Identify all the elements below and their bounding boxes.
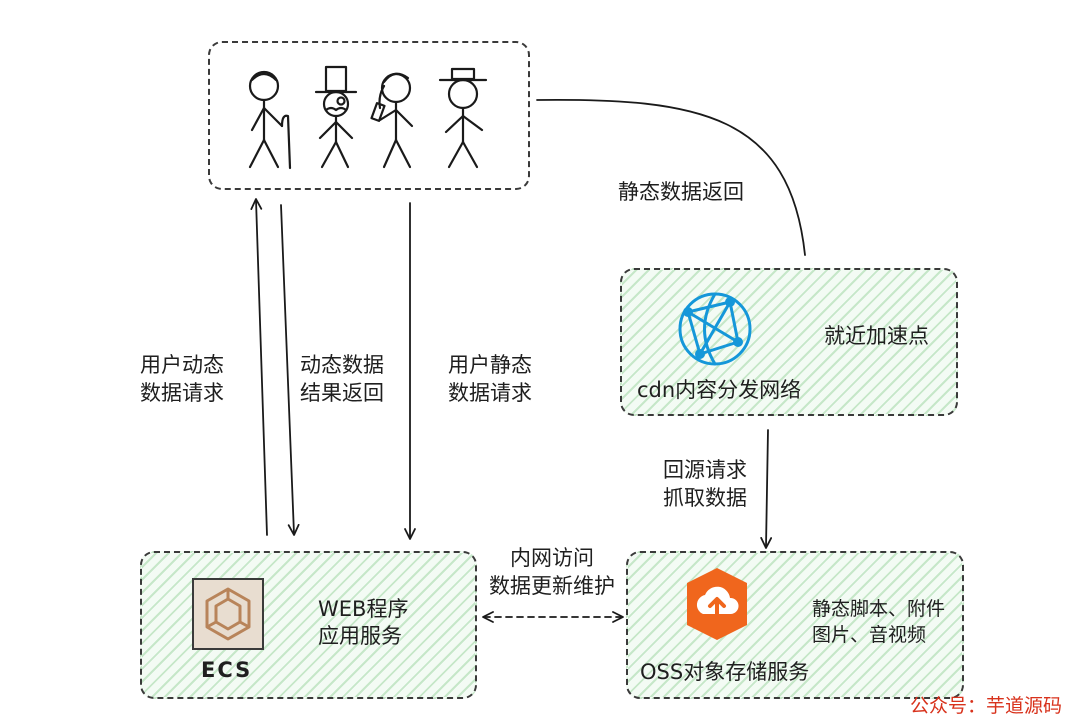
- label-static-return: 静态数据返回: [618, 180, 744, 204]
- oss-box: [626, 551, 964, 699]
- arrow-dynamic-result-return: [280, 204, 300, 536]
- oss-detail-line2: 图片、音视频: [812, 624, 927, 646]
- arrow-user-dynamic-request: [250, 198, 268, 536]
- label-user-static-line1: 用户静态: [448, 353, 532, 377]
- label-intranet-line2: 数据更新维护: [489, 574, 615, 598]
- watermark: 公众号：芋道源码: [910, 695, 1063, 717]
- cdn-accel-label: 就近加速点: [824, 324, 929, 348]
- ecs-service-line2: 应用服务: [318, 624, 402, 648]
- globe-network-icon: [678, 292, 752, 366]
- cdn-name: cdn内容分发网络: [637, 378, 802, 402]
- label-user-dynamic-line2: 数据请求: [140, 381, 224, 405]
- person-with-hat-icon: [438, 67, 488, 169]
- oss-upload-cloud-icon: [687, 568, 747, 640]
- oss-detail-line1: 静态脚本、附件: [812, 598, 946, 620]
- label-user-static-line2: 数据请求: [448, 381, 532, 405]
- ecs-icon: [192, 578, 264, 650]
- label-dynamic-result-line2: 结果返回: [300, 381, 384, 405]
- label-origin-line1: 回源请求: [663, 458, 747, 482]
- label-dynamic-result-line1: 动态数据: [300, 353, 384, 377]
- label-user-dynamic-line1: 用户动态: [140, 353, 224, 377]
- person-with-ponytail-icon: [370, 72, 414, 169]
- person-with-cane-icon: [248, 70, 292, 170]
- arrow-origin-fetch: [760, 429, 773, 549]
- ecs-name: ECS: [201, 658, 253, 682]
- ecs-service-line1: WEB程序: [318, 597, 409, 621]
- label-origin-line2: 抓取数据: [663, 486, 747, 510]
- line-static-return: [536, 98, 806, 256]
- person-with-top-hat-icon: [314, 65, 358, 169]
- oss-name: OSS对象存储服务: [640, 660, 810, 684]
- label-intranet-line1: 内网访问: [510, 546, 594, 570]
- users-box: [208, 41, 530, 190]
- cdn-box: [620, 268, 958, 416]
